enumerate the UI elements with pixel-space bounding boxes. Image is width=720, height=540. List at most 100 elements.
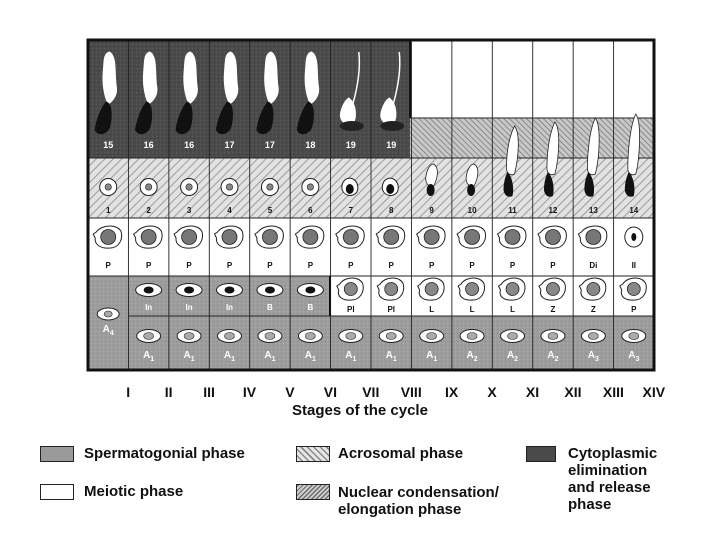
step-number: 5 (268, 206, 273, 215)
spermatocyte-nucleus (466, 283, 479, 296)
step-number: 1 (106, 206, 111, 215)
spermatocyte-nucleus (424, 230, 439, 245)
step-number: 17 (224, 140, 234, 150)
spermatid-nucleus (105, 184, 111, 190)
spermatocyte-nucleus (343, 230, 358, 245)
step-number: 18 (305, 140, 315, 150)
spermatid-nucleus (145, 184, 151, 190)
residual-body (340, 121, 364, 131)
spermatid-nucleus (267, 184, 273, 190)
legend-label: Spermatogonial phase (84, 445, 324, 462)
elongated-spermatid (143, 52, 157, 104)
step-number: 17 (265, 140, 275, 150)
legend-label: Nuclear condensation/ elongation phase (338, 484, 538, 518)
step-number: 16 (184, 140, 194, 150)
spermatocyte-nucleus (545, 230, 560, 245)
meiotic-label: L (429, 305, 434, 314)
legend-label: Cytoplasmic elimination and release phas… (568, 445, 708, 513)
step-number: 2 (146, 206, 151, 215)
stage-label: IV (230, 384, 270, 400)
step-number: 6 (308, 206, 313, 215)
a-nucleus (386, 333, 396, 340)
meiotic-label: L (510, 305, 515, 314)
cytoplasmic-region (88, 40, 410, 158)
stage-label: IX (432, 384, 472, 400)
a-nucleus (548, 333, 558, 340)
spermatocyte-nucleus (506, 283, 519, 296)
step-number: 19 (386, 140, 396, 150)
spermatid-nucleus (307, 184, 313, 190)
a-nucleus (467, 333, 477, 340)
spermatocyte-nucleus (586, 230, 601, 245)
meiotic-label: P (510, 261, 516, 270)
stage-label: VIII (391, 384, 431, 400)
spermatocyte-nucleus (587, 283, 600, 296)
meiotic-swatch (40, 484, 74, 500)
elongated-spermatid (305, 52, 319, 104)
spermatogonium-nucleus (305, 287, 315, 294)
meiotic-label: P (227, 261, 233, 270)
meiotic-label: P (348, 261, 354, 270)
spermatocyte-nucleus (631, 233, 636, 241)
condensed-nucleus (427, 184, 435, 196)
residual-body (380, 121, 404, 131)
step-number: 8 (389, 206, 394, 215)
spermatocyte-nucleus (546, 283, 559, 296)
step-number: 10 (468, 206, 477, 215)
spermatid-nucleus (386, 184, 394, 194)
a-nucleus (508, 333, 518, 340)
stage-label: XII (553, 384, 593, 400)
meiotic-label: L (470, 305, 475, 314)
meiotic-label: P (389, 261, 395, 270)
spermatogonium-nucleus (184, 287, 194, 294)
elongated-spermatid (224, 52, 238, 104)
step-number: 12 (548, 206, 557, 215)
elongated-spermatid (184, 52, 198, 104)
cytoplasmic-swatch (526, 446, 556, 462)
step-number: 15 (103, 140, 113, 150)
empty-top-right (410, 40, 654, 118)
spermatogonium-nucleus (144, 287, 154, 294)
meiotic-label: P (308, 261, 314, 270)
legend-label: Acrosomal phase (338, 445, 538, 462)
a-nucleus (225, 333, 235, 340)
legend-label: Meiotic phase (84, 483, 324, 500)
stage-label: II (149, 384, 189, 400)
spermatocyte-nucleus (344, 283, 357, 296)
a-nucleus (184, 333, 194, 340)
step-number: 9 (429, 206, 434, 215)
meiotic-label: Pl (387, 305, 395, 314)
stage-label: X (472, 384, 512, 400)
step-number: 11 (508, 206, 517, 215)
spermatid-nucleus (186, 184, 192, 190)
a-nucleus (144, 333, 154, 340)
meiotic-label: II (632, 261, 636, 270)
a-nucleus (265, 333, 275, 340)
meiotic-label: Di (589, 261, 597, 270)
meiotic-label: P (146, 261, 152, 270)
meiotic-label: P (469, 261, 475, 270)
a-nucleus (346, 333, 356, 340)
acrosomal-swatch (296, 446, 330, 462)
spermatogonium-label: In (226, 303, 233, 312)
spermatocyte-nucleus (385, 283, 398, 296)
spermatid-nucleus (346, 184, 354, 194)
meiotic-label: P (631, 305, 637, 314)
a4-nucleus (104, 311, 112, 317)
stage-label: I (108, 384, 148, 400)
spermatocyte-nucleus (141, 230, 156, 245)
stage-label: VII (351, 384, 391, 400)
step-number: 16 (144, 140, 154, 150)
nuclear-swatch (296, 484, 330, 500)
condensed-nucleus (467, 184, 475, 196)
spermatogonium-label: In (145, 303, 152, 312)
meiotic-label: P (186, 261, 192, 270)
a-nucleus (305, 333, 315, 340)
stage-label: XIII (593, 384, 633, 400)
stage-label: III (189, 384, 229, 400)
meiotic-label: P (106, 261, 112, 270)
stage-label: VI (310, 384, 350, 400)
spermatogonial-swatch (40, 446, 74, 462)
stage-label: V (270, 384, 310, 400)
spermatogonium-label: In (186, 303, 193, 312)
